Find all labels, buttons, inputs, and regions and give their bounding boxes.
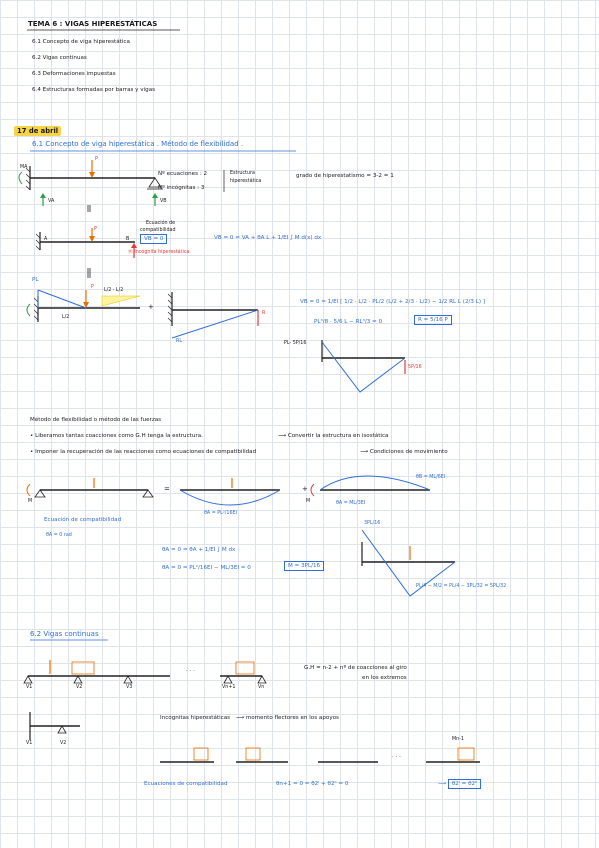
section-heading-6-1: 6.1 Concepto de viga hiperestática . Mét…	[32, 140, 244, 148]
vb-eq-text: VB = 0	[140, 234, 168, 244]
gh-formula-2: en los extremos	[362, 675, 407, 681]
theta-a-ml: θA = ML/3EI	[336, 501, 366, 506]
compatibilidad-label: compatibilidad	[140, 228, 176, 233]
method-bullet-2-result-text: Condiciones de movimiento	[369, 449, 448, 455]
continuous-beam	[23, 660, 267, 684]
r-marker: Ⓡ Incógnita hiperestática	[128, 250, 190, 255]
theta-b-ml: θB = ML/6EI	[416, 475, 446, 480]
label-m-2: M	[306, 499, 311, 504]
theta-a-zero: θA = 0 rad	[46, 533, 72, 538]
label-v1: V1	[26, 685, 33, 690]
page-title: TEMA 6 : VIGAS HIPERESTÁTICAS	[28, 20, 158, 28]
pl-label: PL	[32, 277, 39, 283]
label-p-2: P	[94, 227, 97, 232]
label-p-3: P	[91, 285, 94, 290]
label-mn1: Mn-1	[452, 737, 464, 742]
estructura-label: Estructura	[230, 171, 255, 176]
label-v2: V2	[76, 685, 83, 690]
toc-item-4: 6.4 Estructuras formadas por barras y vi…	[32, 87, 156, 93]
moment-diagram-1	[321, 340, 406, 393]
n-incognitas: Nº incógnitas : 3	[158, 185, 205, 191]
m-value-text: M = 3PL/16	[284, 561, 325, 571]
method-bullet-1: • Liberamos tantas coacciones como G.H t…	[30, 433, 203, 439]
label-vb: VB	[160, 199, 167, 204]
label-m-1: M	[28, 499, 33, 504]
hiperestatica-label: hiperestática	[230, 179, 262, 184]
method-title: Método de flexibilidad o método de las f…	[30, 417, 162, 423]
r-value-text: R = 5/16 P	[414, 315, 452, 325]
gh-formula: G.H = n-2 + nº de coacciones al giro	[304, 665, 407, 671]
ellipsis-2: . . .	[392, 753, 401, 759]
toc-item-1: 6.1 Concepto de viga hiperestática	[32, 39, 130, 45]
toc-item-3: 6.3 Deformaciones impuestas	[32, 71, 116, 77]
vb-formula: VB = 0 = VA + θA L + 1/EI ∫ M d(x) dx	[214, 235, 322, 241]
continuous-compat-eq: θn+1 = 0 = θ2ᴵ + θ2ᴵᴵ = 0	[276, 781, 349, 787]
label-v3: V3	[126, 685, 133, 690]
equals-sign: =	[164, 485, 170, 493]
r-result-eq: PL³/8 · 5/6 L − RL³/3 = 0	[314, 319, 383, 325]
rl-label: RL	[176, 339, 183, 344]
theta-a-pl: θA = PL²/16EI	[204, 511, 237, 516]
label-vn: Vn	[258, 685, 265, 690]
label-va: VA	[48, 199, 55, 204]
label-v1-b: V1	[26, 741, 33, 746]
ecuacion-compat-label: Ecuación de compatibilidad	[44, 517, 122, 523]
vb-eq-box: VB = 0	[140, 234, 168, 244]
m-value-box: M = 3PL/16	[284, 561, 325, 571]
half-label: L/2	[62, 315, 70, 320]
method-bullet-2-result: ⟶ Condiciones de movimiento	[360, 449, 448, 455]
mid-span-eq: PL/4 − M/2 = PL/4 − 3PL/32 = 5PL/32	[416, 584, 507, 589]
three-pl-label: 3PL/16	[364, 521, 381, 526]
beam-diagram-2	[35, 228, 137, 278]
continuous-beam-2	[29, 712, 80, 740]
beam-diagram-1	[18, 160, 163, 212]
label-r: R	[262, 311, 266, 316]
incog-result-text: momento flectores en los apoyos	[245, 715, 339, 721]
date-text: 17 de abril	[14, 126, 62, 136]
pl-minus-label: PL- 5P/16	[284, 341, 307, 346]
ecuacion-label: Ecuación de	[146, 221, 176, 226]
ellipsis-1: . . .	[186, 667, 195, 673]
beam-diagram-7	[310, 475, 431, 497]
compat-eq-1: θA = 0 = θA + 1/EI ∫ M dx	[162, 547, 236, 553]
method-bullet-1-result-text: Convertir la estructura en isostática	[287, 433, 389, 439]
beam-diagram-4	[167, 292, 259, 339]
beam-diagram-6	[179, 478, 281, 506]
continuous-compat-eq-2-text: θ2ᴵ = θ2ᴵᴵ	[447, 779, 482, 789]
label-p-1: P	[95, 157, 98, 162]
moment-5p-label: 5P/16	[408, 365, 422, 370]
r-label: Incógnita hiperestática	[134, 250, 190, 255]
incog-result: ⟶ momento flectores en los apoyos	[236, 715, 339, 721]
compat-eq-2: θA = 0 = PL²/16EI − ML/3EI = 0	[162, 565, 251, 571]
incog-label: Incógnitas hiperestáticas	[160, 715, 231, 721]
label-vn1: Vn+1	[222, 685, 236, 690]
label-a: A	[44, 237, 48, 242]
moment-diagram-2	[361, 529, 456, 597]
label-v2-b: V2	[60, 741, 67, 746]
toc-item-2: 6.2 Vigas continuas	[32, 55, 87, 61]
grado-hiperestatismo: grado de hiperestatismo = 3-2 = 1	[296, 173, 394, 179]
label-ma: MA	[20, 165, 28, 170]
label-b: B	[126, 237, 130, 242]
split-beams	[160, 747, 480, 763]
dist-label: L/2 · L/2	[104, 288, 124, 293]
date-badge: 17 de abril	[14, 120, 62, 136]
plus-sign-1: +	[148, 303, 154, 311]
method-bullet-1-result: ⟶ Convertir la estructura en isostática	[278, 433, 389, 439]
r-value-box: R = 5/16 P	[414, 315, 452, 325]
n-ecuaciones: Nº ecuaciones : 2	[158, 171, 208, 177]
beam-diagram-3	[26, 289, 141, 322]
vb-full-formula: VB = 0 = 1/EI [ 1/2 · L/2 · PL/2 (L/2 + …	[300, 299, 486, 305]
plus-sign-2: +	[302, 485, 308, 493]
section-heading-6-2: 6.2 Vigas continuas	[30, 630, 99, 638]
continuous-compat-eq-2: ⟶ θ2ᴵ = θ2ᴵᴵ	[438, 779, 482, 789]
method-bullet-2: • Imponer la recuperación de las reaccio…	[30, 449, 257, 455]
ecuaciones-compat-label: Ecuaciones de compatibilidad	[144, 781, 228, 787]
beam-diagram-5	[26, 478, 154, 498]
